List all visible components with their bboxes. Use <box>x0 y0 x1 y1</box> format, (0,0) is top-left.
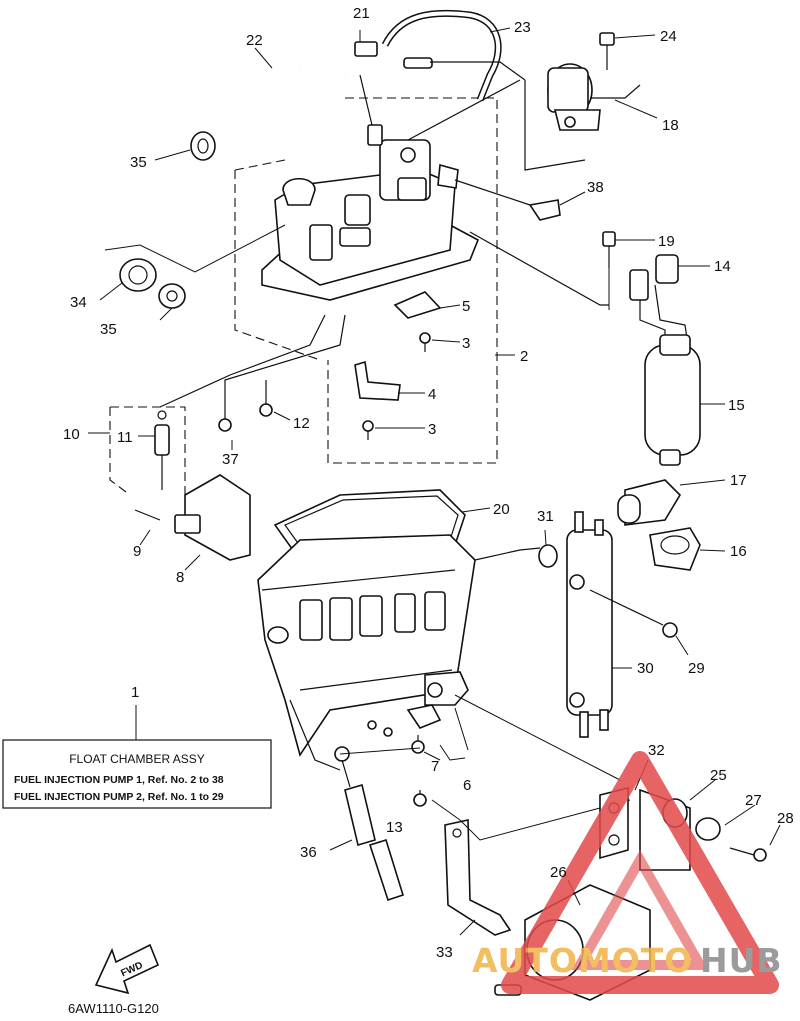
watermark-text-hub: HUB <box>700 941 783 980</box>
assembly-outline <box>109 97 498 496</box>
callout-38: 38 <box>587 179 604 196</box>
watermark-text-auto: AUTOMOTO <box>472 941 693 980</box>
callout-29: 29 <box>688 660 705 677</box>
callout-1: 1 <box>131 684 139 701</box>
screw-12 <box>259 403 273 417</box>
clip-38 <box>454 179 586 221</box>
callout-15: 15 <box>728 397 745 414</box>
screw-19 <box>602 231 616 247</box>
callout-32: 32 <box>648 742 665 759</box>
fuel-pump-cover <box>261 124 480 301</box>
watermark: AUTOMOTO HUB <box>472 751 783 994</box>
top-leaders <box>254 27 586 171</box>
callout-2: 2 <box>520 348 528 365</box>
fwd-arrow: FWD <box>94 943 160 995</box>
small-parts-left <box>88 314 346 571</box>
diagram-code: 6AW1110-G120 <box>68 1001 159 1016</box>
callout-3a: 3 <box>462 335 470 352</box>
info-box: FLOAT CHAMBER ASSY FUEL INJECTION PUMP 1… <box>2 705 272 809</box>
callout-10: 10 <box>63 426 80 443</box>
drain-hose-36 <box>329 759 404 902</box>
pump-15 <box>644 344 701 456</box>
callout-25: 25 <box>710 767 727 784</box>
callout-31: 31 <box>537 508 554 525</box>
screw-24 <box>599 32 615 46</box>
callout-34: 34 <box>70 294 87 311</box>
collar-31 <box>538 544 558 568</box>
watermark-triangle-icon <box>501 751 779 994</box>
electric-fuel-pump <box>469 231 726 571</box>
bolt-29 <box>662 622 678 638</box>
holder-16 <box>649 527 701 571</box>
callout-22: 22 <box>246 32 263 49</box>
grommet-35b <box>158 283 186 309</box>
callout-28: 28 <box>777 810 794 827</box>
callout-6: 6 <box>463 777 471 794</box>
callout-13: 13 <box>386 819 403 836</box>
callout-35b: 35 <box>100 321 117 338</box>
callout-8: 8 <box>176 569 184 586</box>
callout-12: 12 <box>293 415 310 432</box>
cooler-30 <box>566 529 613 716</box>
bracket-33 <box>444 819 512 936</box>
grommet-34 <box>119 258 157 292</box>
info-box-line-2: FUEL INJECTION PUMP 2, Ref. No. 1 to 29 <box>14 791 224 803</box>
grommets <box>99 131 286 321</box>
plate-4 <box>354 360 401 401</box>
grommet-35a <box>190 131 216 161</box>
plate-5 <box>393 291 442 319</box>
fuel-hose-assembly <box>255 9 502 112</box>
pressure-regulator <box>547 32 658 131</box>
callout-33: 33 <box>436 944 453 961</box>
callout-36: 36 <box>300 844 317 861</box>
screw-7 <box>411 740 425 754</box>
callout-21: 21 <box>353 5 370 22</box>
filter-14 <box>655 254 679 284</box>
callout-26: 26 <box>550 864 567 881</box>
callout-27: 27 <box>745 792 762 809</box>
callout-14: 14 <box>714 258 731 275</box>
callout-11: 11 <box>117 429 133 446</box>
filter-11 <box>154 424 170 456</box>
callout-19: 19 <box>658 233 675 250</box>
callout-7: 7 <box>431 758 439 775</box>
callout-18: 18 <box>662 117 679 134</box>
screw-37 <box>218 418 232 432</box>
fuel-cooler <box>538 511 689 738</box>
screw-13 <box>413 793 427 807</box>
joint-21 <box>354 41 378 57</box>
callout-9: 9 <box>133 543 141 560</box>
callout-4: 4 <box>428 386 436 403</box>
float-chamber <box>257 489 541 771</box>
callout-17: 17 <box>730 472 747 489</box>
callout-30: 30 <box>637 660 654 677</box>
callout-37: 37 <box>222 451 239 468</box>
bolt-28 <box>753 848 767 862</box>
callout-20: 20 <box>493 501 510 518</box>
callout-3b: 3 <box>428 421 436 438</box>
callout-labels: 21 22 23 24 18 35 38 19 14 34 5 35 3 2 4… <box>63 5 794 961</box>
info-box-line-1: FUEL INJECTION PUMP 1, Ref. No. 2 to 38 <box>14 774 224 786</box>
callout-24: 24 <box>660 28 677 45</box>
collar-27 <box>695 817 721 841</box>
chamber-screws <box>339 707 469 807</box>
callout-23: 23 <box>514 19 531 36</box>
callout-35a: 35 <box>130 154 147 171</box>
plates-and-screws <box>354 291 515 440</box>
info-box-title: FLOAT CHAMBER ASSY <box>69 752 205 766</box>
callout-5: 5 <box>462 298 470 315</box>
callout-16: 16 <box>730 543 747 560</box>
connector-8 <box>184 474 251 561</box>
